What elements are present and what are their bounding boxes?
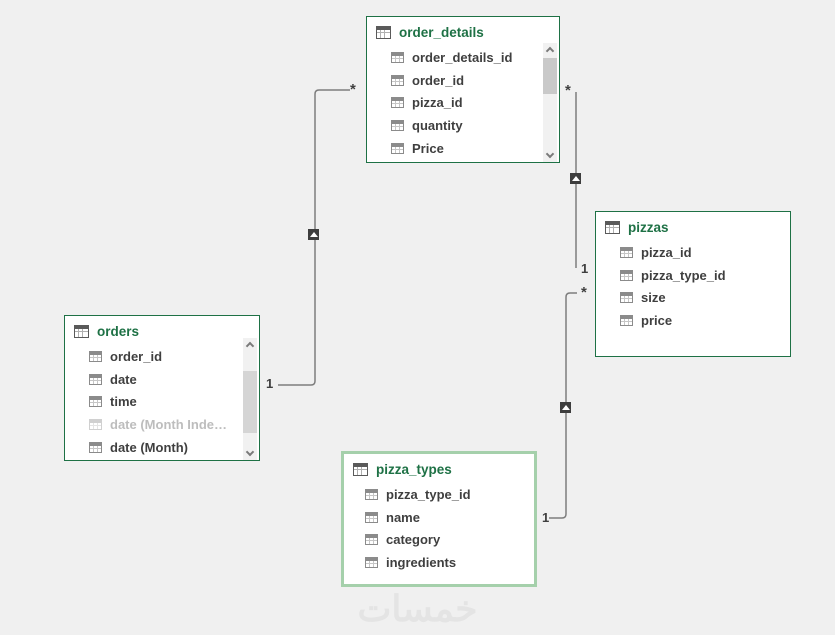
- scroll-down-icon[interactable]: [245, 447, 255, 457]
- field-icon: [89, 350, 102, 362]
- table-title: orders: [97, 324, 140, 339]
- field-list: pizza_id pizza_type_id size price: [596, 241, 790, 332]
- scroll-up-icon[interactable]: [245, 341, 255, 351]
- cardinality-label: *: [581, 284, 587, 301]
- table-header: pizzas: [596, 212, 790, 235]
- field-icon: [89, 373, 102, 385]
- field-row[interactable]: time: [65, 390, 259, 413]
- table-header: pizza_types: [344, 454, 534, 477]
- field-icon: [365, 556, 378, 568]
- field-icon: [391, 74, 404, 86]
- field-icon: [89, 441, 102, 453]
- table-icon: [376, 26, 391, 39]
- scroll-up-icon[interactable]: [545, 46, 555, 56]
- watermark: خمسات: [357, 588, 478, 629]
- cardinality-label: 1: [581, 261, 589, 276]
- cross-filter-arrow-icon[interactable]: [560, 402, 571, 413]
- field-row[interactable]: name: [344, 506, 534, 529]
- field-row[interactable]: date (Month): [65, 436, 259, 459]
- field-row[interactable]: ingredients: [344, 551, 534, 574]
- field-row[interactable]: order_id: [65, 345, 259, 368]
- table-card-order-details[interactable]: order_details order_details_id order_id …: [366, 16, 560, 163]
- table-title: pizzas: [628, 220, 669, 235]
- cardinality-label: *: [350, 81, 356, 98]
- field-icon: [365, 534, 378, 546]
- field-row[interactable]: order_details_id: [367, 46, 559, 69]
- scroll-down-icon[interactable]: [545, 149, 555, 159]
- cross-filter-arrow-icon[interactable]: [570, 173, 581, 184]
- table-title: pizza_types: [376, 462, 452, 477]
- cross-filter-arrow-icon[interactable]: [308, 229, 319, 240]
- field-icon: [391, 142, 404, 154]
- field-row[interactable]: Price: [367, 137, 559, 160]
- cardinality-label: *: [565, 82, 571, 99]
- field-row[interactable]: pizza_type_id: [596, 264, 790, 287]
- field-icon: [89, 418, 102, 430]
- field-icon: [365, 488, 378, 500]
- scrollbar[interactable]: [243, 338, 257, 460]
- table-card-orders[interactable]: orders order_id date time date (Month In…: [64, 315, 260, 461]
- field-row[interactable]: quantity: [367, 114, 559, 137]
- field-row[interactable]: date: [65, 368, 259, 391]
- table-header: orders: [65, 316, 259, 339]
- field-row-hidden[interactable]: date (Month Inde…: [65, 413, 259, 436]
- table-header: order_details: [367, 17, 559, 40]
- field-row[interactable]: pizza_type_id: [344, 483, 534, 506]
- cardinality-label: 1: [542, 510, 550, 525]
- field-row[interactable]: price: [596, 309, 790, 332]
- field-icon: [391, 51, 404, 63]
- field-row[interactable]: category: [344, 528, 534, 551]
- field-icon: [620, 292, 633, 304]
- table-icon: [353, 463, 368, 476]
- field-icon: [620, 246, 633, 258]
- scrollbar-thumb[interactable]: [243, 371, 257, 433]
- field-icon: [391, 97, 404, 109]
- field-list: order_details_id order_id pizza_id quant…: [367, 46, 559, 159]
- table-title: order_details: [399, 25, 484, 40]
- scrollbar[interactable]: [543, 43, 557, 162]
- field-icon: [89, 396, 102, 408]
- field-icon: [365, 511, 378, 523]
- field-list: order_id date time date (Month Inde… dat…: [65, 345, 259, 458]
- scrollbar-thumb[interactable]: [543, 58, 557, 94]
- table-card-pizza-types[interactable]: pizza_types pizza_type_id name category …: [341, 451, 537, 587]
- table-icon: [74, 325, 89, 338]
- table-icon: [605, 221, 620, 234]
- field-icon: [620, 314, 633, 326]
- field-list: pizza_type_id name category ingredients: [344, 483, 534, 574]
- field-icon: [391, 119, 404, 131]
- field-icon: [620, 269, 633, 281]
- table-card-pizzas[interactable]: pizzas pizza_id pizza_type_id size price: [595, 211, 791, 357]
- field-row[interactable]: pizza_id: [596, 241, 790, 264]
- field-row[interactable]: order_id: [367, 69, 559, 92]
- field-row[interactable]: size: [596, 286, 790, 309]
- field-row[interactable]: pizza_id: [367, 91, 559, 114]
- cardinality-label: 1: [266, 376, 274, 391]
